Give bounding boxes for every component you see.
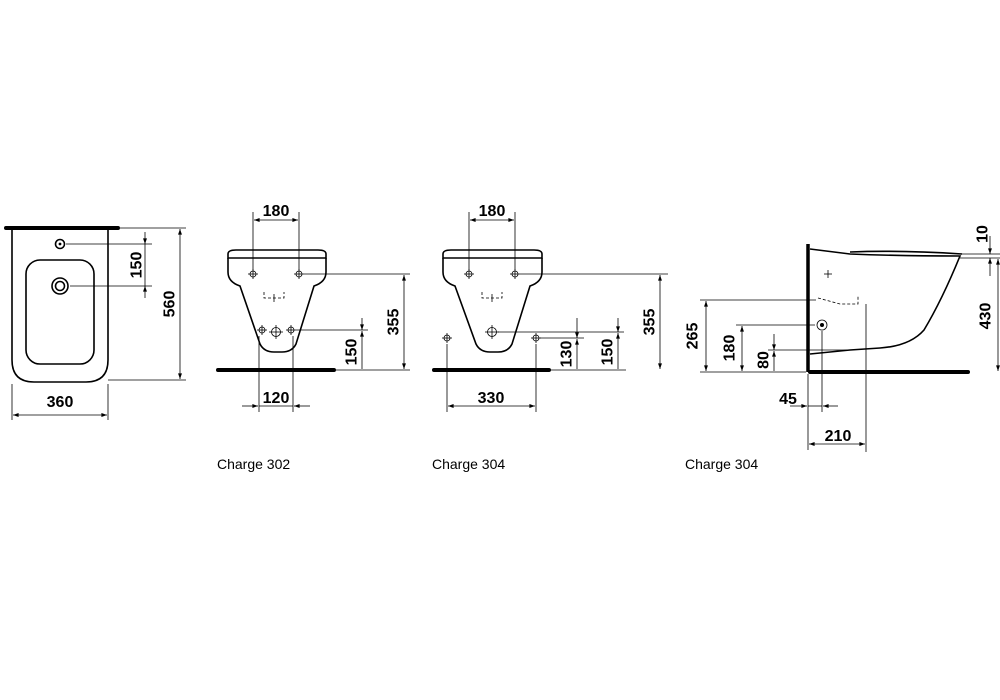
dim-width: 360 [47, 394, 74, 411]
dim-bottom-spacing: 330 [478, 390, 505, 407]
dim-height-low: 150 [344, 339, 361, 366]
fixing-hole-icon [286, 325, 296, 335]
dim-height-80: 80 [756, 351, 773, 369]
seat-lid [849, 250, 963, 255]
seat-lid [227, 249, 327, 259]
fixing-hole-icon [294, 269, 304, 279]
dim-height-180: 180 [722, 335, 739, 362]
caption: Charge 304 [432, 456, 505, 472]
dim-height: 430 [978, 303, 995, 330]
fixing-hole-icon [510, 269, 520, 279]
top-view: 150 560 360 [4, 226, 186, 420]
tap-hole-icon [54, 238, 66, 250]
fixing-hole-icon [531, 333, 541, 343]
seat-lid [442, 249, 543, 259]
dim-bottom-spacing: 120 [263, 390, 290, 407]
bidet-outline [11, 230, 109, 383]
caption: Charge 304 [685, 456, 758, 472]
dim-height-total: 355 [386, 309, 403, 336]
dim-height-265: 265 [685, 323, 702, 350]
fixing-hole-icon [248, 269, 258, 279]
side-view-304: 10 430 265 180 80 45 210 Charge 304 [685, 225, 1000, 472]
bowl-outline [25, 259, 95, 365]
dim-depth-45: 45 [779, 391, 797, 408]
front-view-304: 180 330 130 150 355 Charge 304 [432, 203, 668, 472]
bowl-front-outline [227, 258, 327, 353]
fixing-hole-icon [442, 333, 452, 343]
bowl-front-outline [442, 258, 543, 353]
dim-length: 560 [162, 291, 179, 318]
dim-height-total: 355 [642, 309, 659, 336]
drain-icon [485, 325, 499, 339]
drain-icon [51, 277, 69, 295]
dim-top-spacing: 180 [263, 203, 290, 220]
dim-top-gap: 10 [975, 225, 992, 243]
drain-icon [269, 325, 283, 339]
fixing-hole-icon [257, 325, 267, 335]
fixing-hole-icon [464, 269, 474, 279]
dim-hole-offset: 150 [129, 252, 146, 279]
dim-depth-210: 210 [825, 428, 852, 445]
front-view-302: 180 120 150 355 Charge 302 [216, 203, 410, 472]
dim-top-spacing: 180 [479, 203, 506, 220]
caption: Charge 302 [217, 456, 290, 472]
bowl-side-outline [809, 248, 962, 355]
dim-height-low: 150 [600, 339, 617, 366]
fixing-hole-icon [816, 319, 828, 331]
dim-height-side: 130 [559, 341, 576, 368]
hidden-line [817, 296, 859, 305]
